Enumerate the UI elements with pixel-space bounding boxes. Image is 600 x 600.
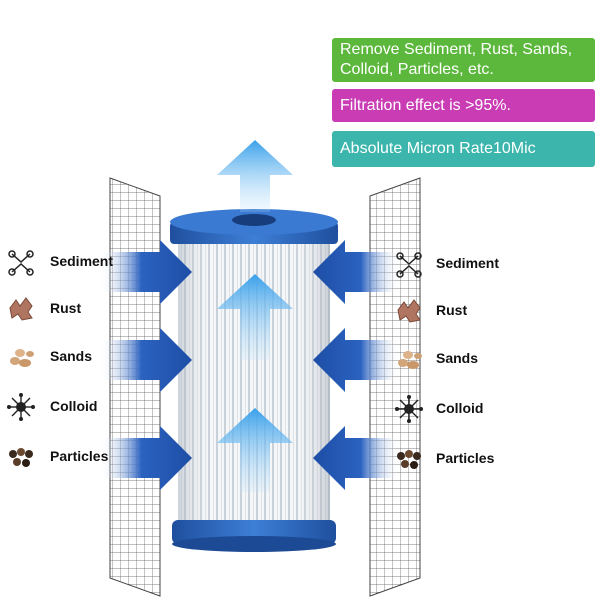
inflow-arrow-right-2 xyxy=(313,328,400,392)
inflow-arrow-right-1 xyxy=(313,240,400,304)
sands-icon xyxy=(10,349,34,367)
left-label-colloid: Colloid xyxy=(50,398,98,414)
rust-icon xyxy=(397,299,421,323)
left-label-sediment: Sediment xyxy=(50,253,114,269)
right-label-sands: Sands xyxy=(436,350,479,366)
left-label-sands: Sands xyxy=(50,348,93,364)
right-mesh-screen xyxy=(369,177,421,597)
badge-filtration-effect: Filtration effect is >95%. xyxy=(332,89,595,122)
rust-icon xyxy=(9,297,33,321)
particles-icon xyxy=(397,450,421,469)
inflow-arrow-left-3 xyxy=(100,426,192,490)
badge-effect-text: Filtration effect is >95%. xyxy=(340,96,511,114)
badge-remove-contaminants: Remove Sediment, Rust, Sands, Colloid, P… xyxy=(332,38,595,82)
right-label-rust: Rust xyxy=(436,302,468,318)
sediment-icon xyxy=(396,252,422,278)
flow-arrow-bottom xyxy=(217,408,293,492)
colloid-icon xyxy=(395,395,423,423)
left-label-particles: Particles xyxy=(50,448,109,464)
badge-remove-text: Remove Sediment, Rust, Sands, Colloid, P… xyxy=(340,41,573,78)
sands-icon xyxy=(398,351,422,369)
inflow-arrow-right-3 xyxy=(313,426,400,490)
inflow-arrow-left-2 xyxy=(100,328,192,392)
left-mesh-screen xyxy=(109,177,161,597)
badge-micron-rate: Absolute Micron Rate10Mic xyxy=(332,131,595,167)
right-label-particles: Particles xyxy=(436,450,495,466)
particles-icon xyxy=(9,448,33,467)
right-label-colloid: Colloid xyxy=(436,400,484,416)
filter-cartridge xyxy=(170,209,338,552)
badge-micron-text: Absolute Micron Rate10Mic xyxy=(340,140,536,157)
sediment-icon xyxy=(8,250,34,276)
right-label-sediment: Sediment xyxy=(436,255,500,271)
flow-arrow-top xyxy=(217,140,293,212)
flow-arrow-middle xyxy=(217,274,293,360)
left-label-rust: Rust xyxy=(50,300,82,316)
colloid-icon xyxy=(7,393,35,421)
inflow-arrow-left-1 xyxy=(100,240,192,304)
